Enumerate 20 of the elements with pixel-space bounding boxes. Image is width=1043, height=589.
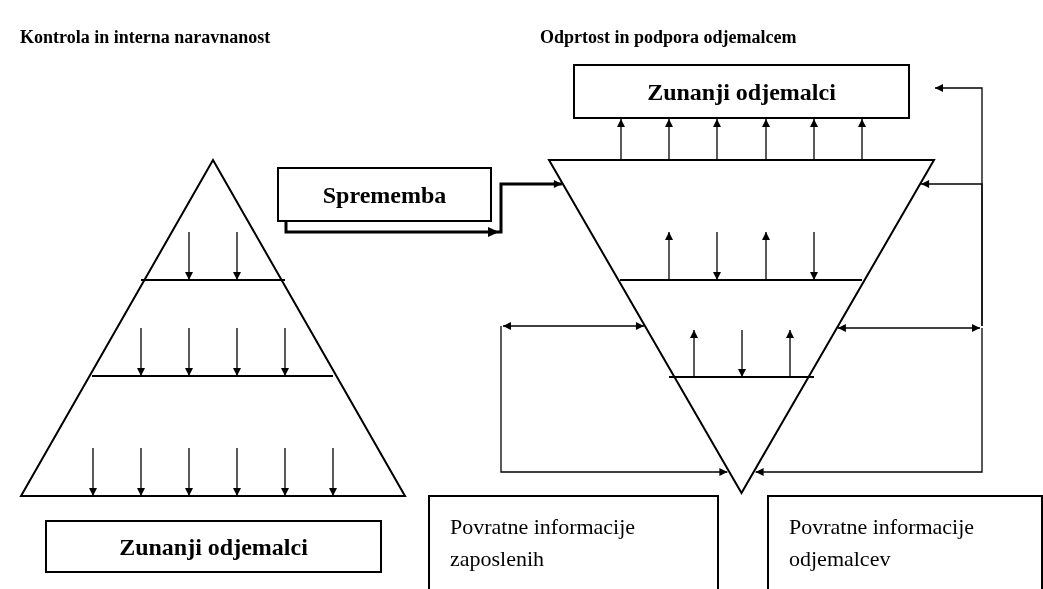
- arrow: [500, 325, 728, 476]
- arrow: [858, 118, 866, 161]
- text-box: Povratne informacije odjemalcev: [767, 495, 1043, 589]
- arrow: [837, 324, 981, 332]
- arrow: [665, 118, 673, 161]
- arrow: [617, 118, 625, 161]
- text-box: Zunanji odjemalci: [45, 520, 382, 573]
- arrow: [502, 322, 645, 330]
- text-box: Zunanji odjemalci: [573, 64, 910, 119]
- arrow: [755, 327, 983, 476]
- arrow: [284, 180, 562, 234]
- arrow: [810, 118, 818, 161]
- text-box: Sprememba: [277, 167, 492, 222]
- arrow: [920, 180, 983, 327]
- heading: Kontrola in interna naravnanost: [20, 26, 271, 49]
- arrow: [713, 118, 721, 161]
- heading: Odprtost in podpora odjemalcem: [540, 26, 797, 49]
- text-box: Povratne informacije zaposlenih: [428, 495, 719, 589]
- triangle-shape: [547, 159, 936, 495]
- arrow: [762, 118, 770, 161]
